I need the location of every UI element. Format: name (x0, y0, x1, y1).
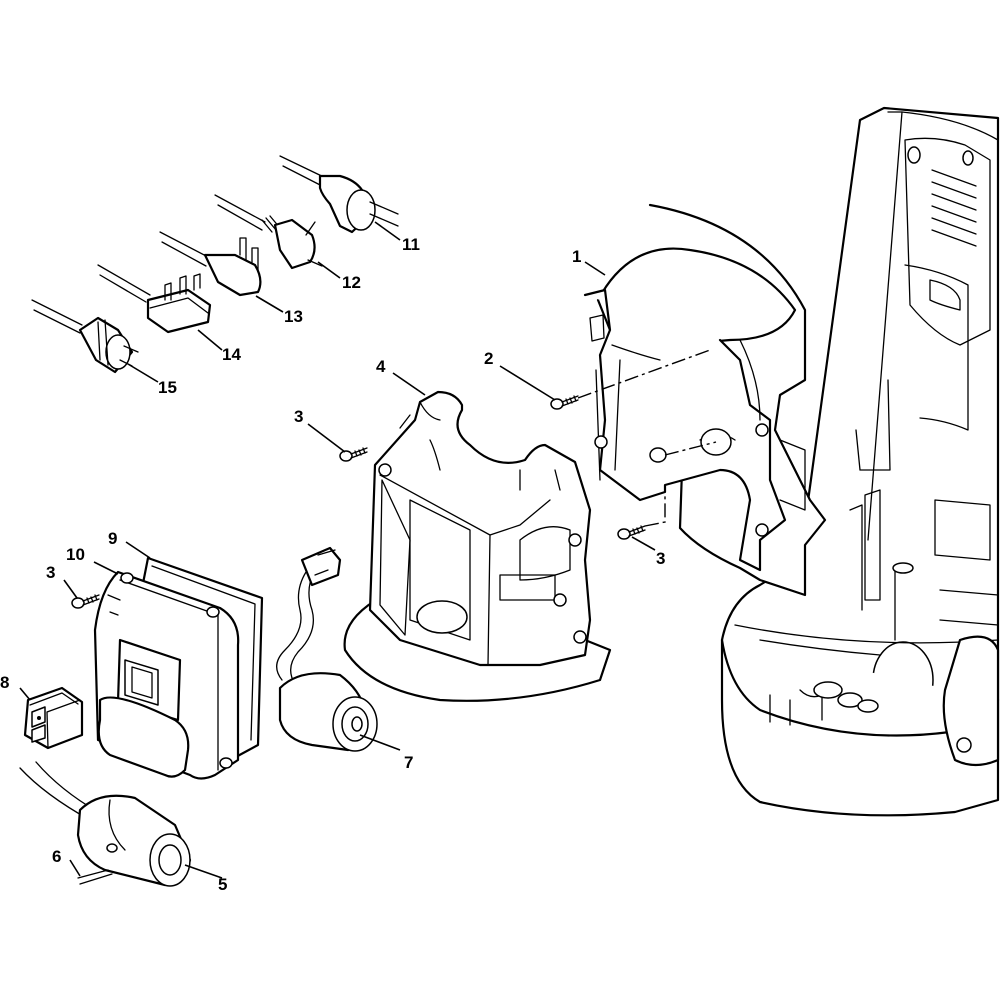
callout-3b: 3 (656, 549, 665, 568)
part-10-control-box (93, 570, 240, 780)
callout-2: 2 (484, 349, 493, 368)
part-3-screw-b (617, 525, 646, 540)
callout-3a: 3 (294, 407, 303, 426)
callout-10: 10 (66, 545, 85, 564)
callout-9: 9 (108, 529, 117, 548)
callout-5: 5 (218, 875, 227, 894)
part-15-plug (31, 299, 139, 374)
callout-6: 6 (52, 847, 61, 866)
callout-13: 13 (284, 307, 303, 326)
part-1-rear-cover (583, 203, 827, 597)
callout-14: 14 (222, 345, 241, 364)
part-11-plug (279, 155, 399, 234)
callout-4: 4 (376, 357, 386, 376)
leader-lines (19, 221, 656, 879)
machine-housing (720, 106, 1000, 817)
callout-1: 1 (572, 247, 581, 266)
callout-11: 11 (402, 235, 420, 254)
callout-labels: 1 2 3 3 3 4 5 6 7 8 9 10 11 12 13 14 15 (0, 235, 665, 894)
part-6-mounting-stud (77, 869, 113, 885)
callout-3c: 3 (46, 563, 55, 582)
assembly-dashed-lines (577, 349, 717, 527)
part-13-plug (159, 231, 262, 297)
part-2-screw (550, 395, 579, 410)
part-4-motor-shroud (343, 390, 612, 702)
callout-12: 12 (342, 273, 361, 292)
part-12-plug (214, 194, 323, 270)
callout-8: 8 (0, 673, 9, 692)
callout-15: 15 (158, 378, 177, 397)
part-8-switch (23, 686, 84, 750)
part-7-capacitor (276, 546, 378, 752)
part-5-capacitor (19, 761, 192, 887)
part-3-screw-a (339, 447, 368, 462)
callout-7: 7 (404, 753, 413, 772)
part-3-screw-c (71, 594, 100, 609)
part-14-plug (97, 264, 212, 334)
housing-vent-slots (931, 169, 977, 247)
